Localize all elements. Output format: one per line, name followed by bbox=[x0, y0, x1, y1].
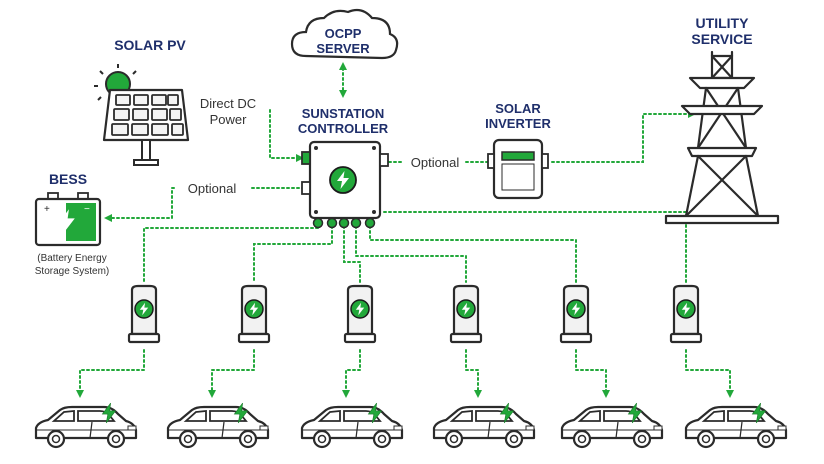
ocpp-label-2: SERVER bbox=[316, 41, 370, 56]
link-charger-car-4 bbox=[465, 349, 479, 393]
sunstation-controller: SUNSTATION CONTROLLER Optional Optional bbox=[188, 106, 460, 229]
electric-car-icon bbox=[166, 402, 270, 449]
link-charger-car-1 bbox=[79, 349, 145, 393]
solar-panel-icon bbox=[102, 88, 190, 166]
link-controller-charger-2 bbox=[253, 225, 333, 283]
solar-inverter: SOLAR INVERTER bbox=[485, 101, 551, 200]
battery-icon: + − bbox=[34, 192, 102, 247]
power-tower-icon bbox=[664, 50, 780, 225]
arrow-car-1 bbox=[76, 390, 84, 398]
link-controller-charger-4 bbox=[355, 225, 467, 283]
utility-label-2: SERVICE bbox=[691, 31, 752, 47]
optional-inverter-label: Optional bbox=[411, 155, 460, 170]
ocpp-server-cloud: OCPP SERVER bbox=[290, 8, 399, 60]
direct-dc-label-2: Power bbox=[210, 112, 248, 127]
link-controller-charger-1 bbox=[143, 217, 319, 283]
controller-label-2: CONTROLLER bbox=[298, 121, 389, 136]
ev-charger-icon bbox=[345, 286, 375, 342]
ocpp-label-1: OCPP bbox=[325, 26, 362, 41]
link-controller-charger-5 bbox=[369, 225, 577, 283]
link-charger-car-5 bbox=[575, 349, 607, 393]
ev-charger-icon bbox=[451, 286, 481, 342]
svg-text:+: + bbox=[44, 204, 50, 215]
inverter-label-1: SOLAR bbox=[495, 101, 541, 116]
bess: BESS + − (Battery Energy Storage System) bbox=[35, 171, 109, 277]
inverter-icon bbox=[487, 138, 549, 200]
link-controller-charger-3 bbox=[343, 225, 361, 283]
ev-chargers bbox=[129, 286, 701, 342]
arrow-up-ocpp bbox=[339, 62, 347, 70]
connector-lines bbox=[79, 67, 731, 393]
direct-dc-label-1: Direct DC bbox=[200, 96, 256, 111]
electric-car-icon bbox=[684, 402, 788, 449]
link-controller-charger-6 bbox=[383, 211, 687, 283]
inverter-label-2: INVERTER bbox=[485, 116, 551, 131]
bess-label: BESS bbox=[49, 171, 87, 187]
electric-car-icon bbox=[34, 402, 138, 449]
controller-box-icon bbox=[301, 140, 389, 229]
arrow-car-2 bbox=[208, 390, 216, 398]
arrow-into-controller bbox=[296, 154, 304, 162]
bess-desc-1: (Battery Energy bbox=[37, 253, 106, 264]
arrow-into-bess bbox=[104, 214, 112, 222]
utility-label-1: UTILITY bbox=[696, 15, 750, 31]
optional-bess-label: Optional bbox=[188, 181, 237, 196]
link-charger-car-3 bbox=[345, 349, 361, 393]
solar-pv-label: SOLAR PV bbox=[114, 37, 186, 53]
bess-desc-2: Storage System) bbox=[35, 266, 109, 277]
link-controller-bess-b bbox=[111, 187, 175, 219]
ev-charger-icon bbox=[561, 286, 591, 342]
electric-cars bbox=[34, 402, 788, 449]
electric-car-icon bbox=[432, 402, 536, 449]
ev-charger-icon bbox=[239, 286, 269, 342]
svg-text:−: − bbox=[84, 204, 90, 215]
electric-car-icon bbox=[560, 402, 664, 449]
utility-service: UTILITY SERVICE bbox=[664, 15, 780, 225]
arrow-car-3 bbox=[342, 390, 350, 398]
arrow-car-5 bbox=[602, 390, 610, 398]
arrow-car-4 bbox=[474, 390, 482, 398]
cloud-icon bbox=[290, 8, 399, 60]
arrow-down-controller bbox=[339, 90, 347, 98]
link-charger-car-6 bbox=[685, 349, 731, 393]
ev-charger-icon bbox=[671, 286, 701, 342]
link-inverter-utility bbox=[551, 113, 691, 163]
electric-car-icon bbox=[300, 402, 404, 449]
link-charger-car-2 bbox=[211, 349, 255, 393]
ev-charger-icon bbox=[129, 286, 159, 342]
link-solar-controller bbox=[269, 109, 301, 159]
arrow-car-6 bbox=[726, 390, 734, 398]
solar-pv: SOLAR PV bbox=[94, 37, 256, 166]
controller-label-1: SUNSTATION bbox=[302, 106, 385, 121]
